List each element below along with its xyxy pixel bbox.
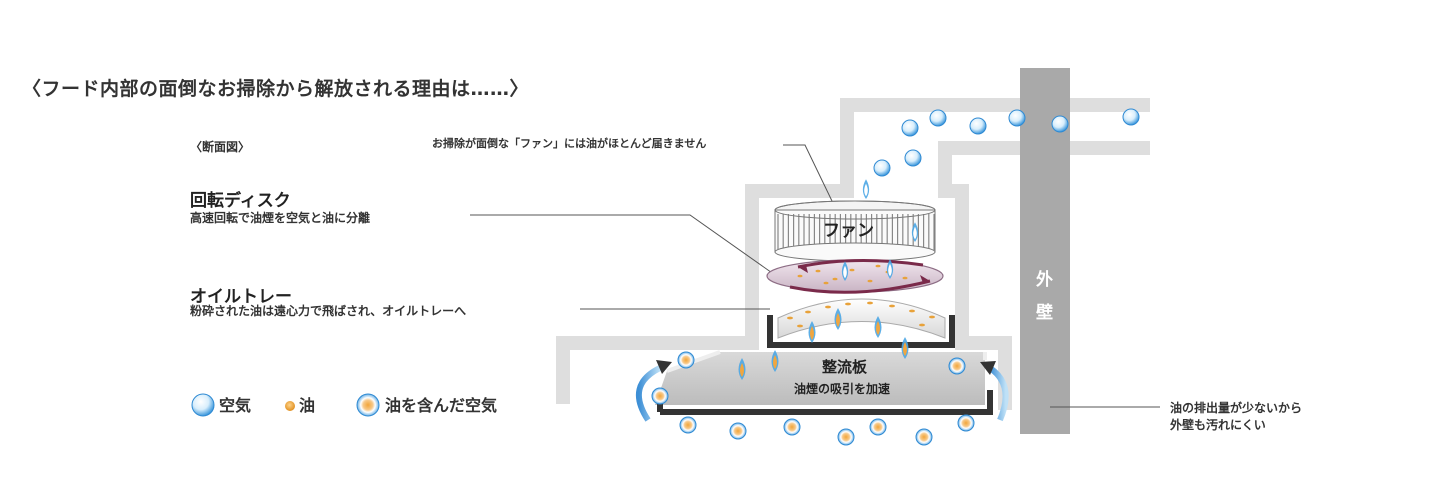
airflow-droplets bbox=[738, 179, 919, 380]
legend-oil-label: 油 bbox=[299, 396, 315, 415]
legend-air-icon bbox=[191, 393, 215, 417]
fan-label: ファン bbox=[823, 221, 874, 241]
oil-tray bbox=[767, 298, 955, 348]
disk-desc: 高速回転で油煙を空気と油に分離 bbox=[190, 211, 371, 225]
leader-lines bbox=[470, 144, 1160, 408]
tray-desc: 粉砕された油は遠心力で飛ばされ、オイルトレーへ bbox=[190, 304, 467, 318]
plate-title: 整流板 bbox=[822, 358, 868, 376]
legend-oily-air-label: 油を含んだ空気 bbox=[385, 396, 497, 415]
wall-note: 油の排出量が少ないから 外壁も汚れにくい bbox=[1170, 400, 1370, 434]
section-label: 〈断面図〉 bbox=[190, 140, 251, 154]
fan-note: お掃除が面倒な「ファン」には油がほとんど届きません bbox=[432, 137, 707, 150]
wall-label-2: 壁 bbox=[1036, 302, 1053, 323]
hood-duct bbox=[556, 98, 1150, 410]
rotating-disk bbox=[766, 258, 944, 294]
plate-desc: 油煙の吸引を加速 bbox=[794, 381, 890, 396]
disk-title: 回転ディスク bbox=[190, 191, 291, 211]
legend-oil-icon bbox=[285, 401, 295, 411]
air-particles bbox=[651, 108, 1140, 446]
wall-label-1: 外 bbox=[1036, 269, 1053, 290]
legend: 空気 油 油を含んだ空気 bbox=[191, 393, 497, 417]
baffle-plate bbox=[655, 350, 993, 415]
intake-swirl-arrows bbox=[636, 360, 1009, 422]
legend-oily-air-icon bbox=[356, 393, 380, 417]
wall-note-line-2: 外壁も汚れにくい bbox=[1170, 418, 1266, 432]
fan bbox=[774, 200, 936, 262]
page-title: 〈フード内部の面倒なお掃除から解放される理由は……〉 bbox=[22, 78, 530, 100]
legend-air-label: 空気 bbox=[219, 396, 251, 415]
wall-note-line-1: 油の排出量が少ないから bbox=[1170, 401, 1303, 415]
tray-title: オイルトレー bbox=[190, 287, 292, 307]
